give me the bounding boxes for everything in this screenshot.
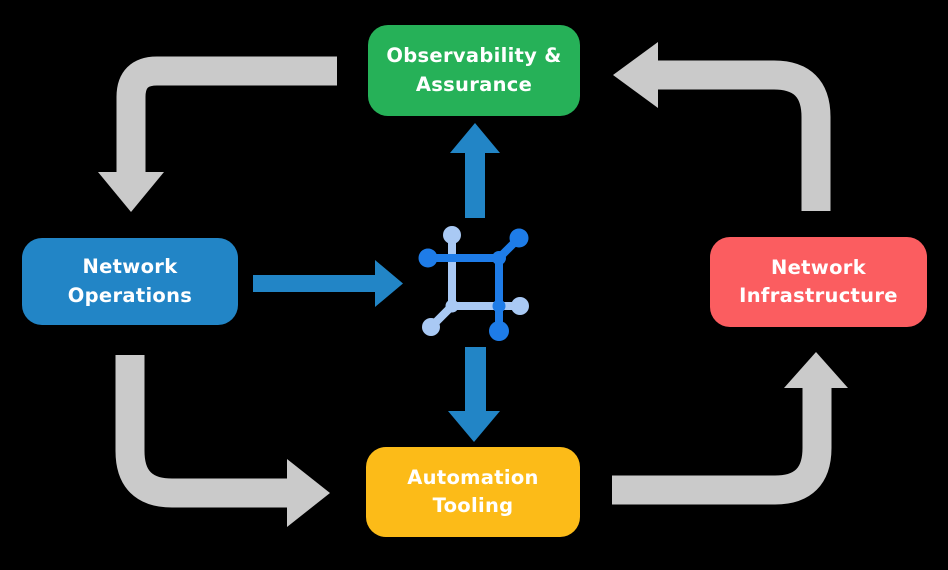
node-network-infrastructure: Network Infrastructure: [710, 237, 927, 327]
arrow-operations-to-center: [253, 260, 403, 307]
arrowhead-right-icon: [287, 459, 330, 527]
arrowhead-down-icon: [98, 172, 164, 212]
network-icon-light-nodes: [422, 226, 529, 336]
arrow-infrastructure-to-observability: [613, 42, 831, 211]
arrow-center-to-observability: [450, 123, 500, 218]
arrow-shaft: [612, 388, 832, 505]
node-observability-assurance: Observability & Assurance: [368, 25, 580, 116]
arrowhead-left-icon: [613, 42, 658, 108]
network-icon-dark-nodes: [418, 228, 529, 341]
node-network-operations: Network Operations: [22, 238, 238, 325]
arrow-center-to-automation: [448, 347, 500, 442]
arrow-automation-to-infrastructure: [612, 352, 848, 505]
arrow-shaft: [115, 355, 287, 508]
node-label: Automation Tooling: [407, 465, 539, 517]
node-label: Network Infrastructure: [739, 255, 898, 307]
node-label: Observability & Assurance: [386, 44, 562, 96]
arrowhead-up-icon: [784, 352, 848, 388]
arrow-shaft: [658, 60, 831, 211]
arrow-shaft: [116, 56, 337, 172]
arrow-observability-to-operations: [98, 56, 337, 212]
arrow-operations-to-automation: [115, 355, 330, 527]
node-automation-tooling: Automation Tooling: [366, 447, 580, 537]
node-label: Network Operations: [67, 255, 193, 307]
network-fabric-icon: [418, 226, 529, 341]
